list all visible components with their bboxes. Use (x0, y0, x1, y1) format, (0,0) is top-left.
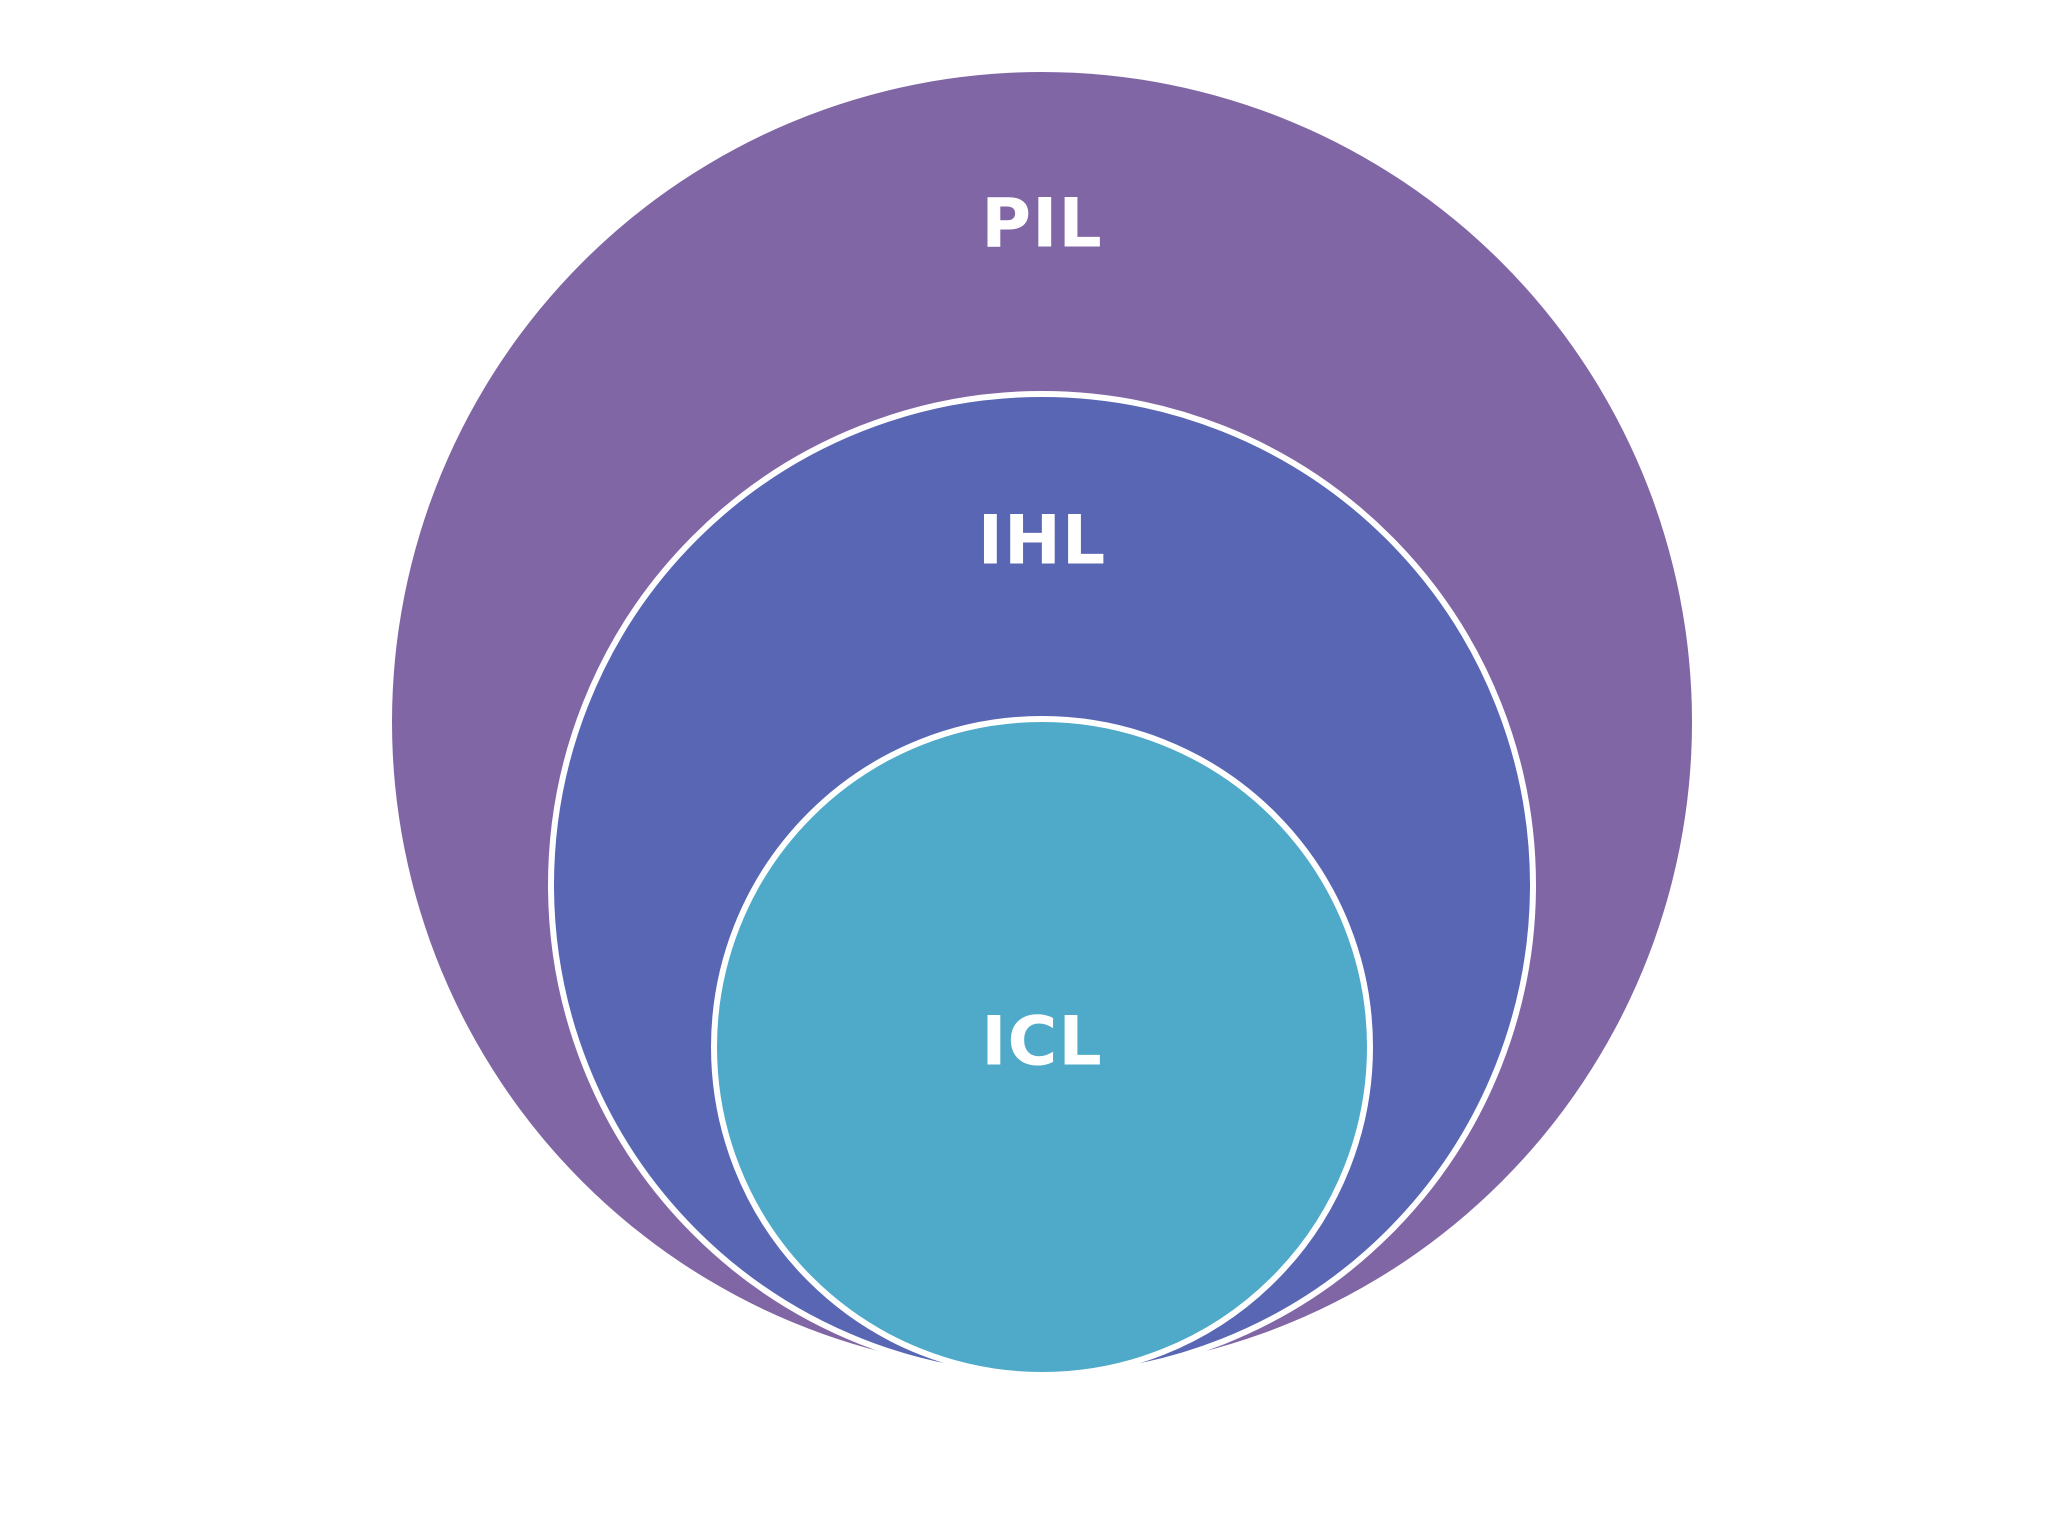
middle-circle-label: IHL (978, 502, 1107, 581)
inner-circle-label: ICL (981, 1003, 1103, 1082)
outer-circle-label: PIL (981, 185, 1102, 264)
inner-circle (711, 716, 1373, 1378)
